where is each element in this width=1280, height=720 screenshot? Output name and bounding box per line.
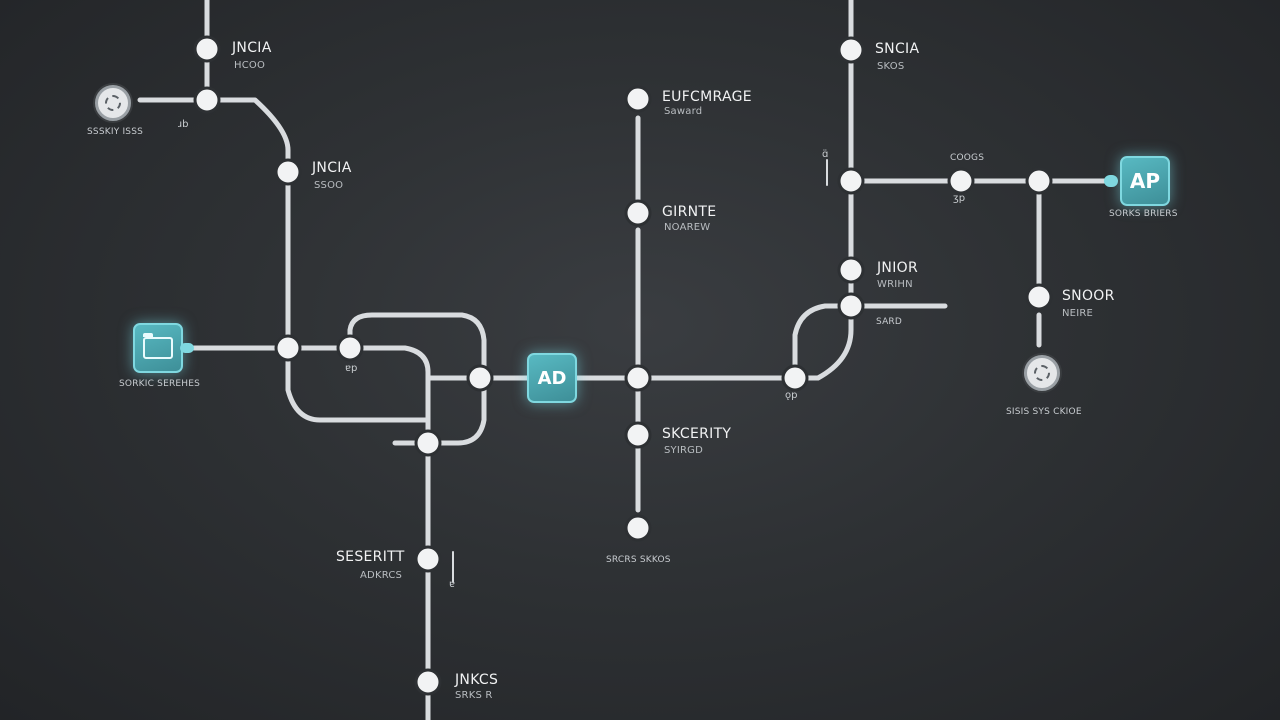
direction-marker: ɑ̈ bbox=[822, 149, 829, 160]
station-title: JNCIA bbox=[232, 40, 272, 56]
track-segment bbox=[347, 312, 487, 446]
right-badge-icon[interactable] bbox=[1024, 355, 1060, 391]
gear-icon bbox=[105, 95, 121, 111]
station-node[interactable] bbox=[837, 36, 865, 64]
center-hub-icon[interactable]: AD bbox=[527, 353, 577, 403]
hub-connector bbox=[1104, 175, 1118, 187]
station-subtitle: NOAREW bbox=[664, 222, 711, 233]
station-node[interactable] bbox=[837, 256, 865, 284]
right-hub-text: AP bbox=[1129, 169, 1161, 193]
station-node[interactable] bbox=[274, 158, 302, 186]
station-subtitle: ADKRCS bbox=[360, 570, 403, 581]
left-badge-icon[interactable] bbox=[95, 85, 131, 121]
station-node[interactable] bbox=[466, 364, 494, 392]
station-node[interactable] bbox=[193, 86, 221, 114]
station-node[interactable] bbox=[414, 545, 442, 573]
track-segment bbox=[347, 345, 431, 446]
hub-connector bbox=[180, 343, 194, 353]
track-segment bbox=[792, 303, 948, 381]
station-subtitle: WRIHN bbox=[877, 279, 913, 290]
station-node[interactable] bbox=[624, 364, 652, 392]
station-node[interactable] bbox=[274, 334, 302, 362]
station-title: SKCERITY bbox=[662, 426, 732, 442]
station-title: SNOOR bbox=[1062, 288, 1115, 304]
station-node[interactable] bbox=[336, 334, 364, 362]
folder-icon bbox=[143, 333, 173, 359]
station-subtitle: SYIRGD bbox=[664, 445, 704, 456]
terminal-caption: SRCRS SKKOS bbox=[606, 555, 671, 565]
track-segment bbox=[792, 303, 854, 381]
station-node[interactable] bbox=[1025, 283, 1053, 311]
direction-marker: ǫp bbox=[785, 390, 798, 401]
station-node[interactable] bbox=[414, 668, 442, 696]
station-node[interactable] bbox=[624, 85, 652, 113]
station-subtitle: NEIRE bbox=[1062, 308, 1094, 319]
station-title: SNCIA bbox=[875, 41, 920, 57]
track-segment bbox=[285, 345, 431, 423]
station-title: EUFCMRAGE bbox=[662, 89, 752, 105]
direction-marker: ɐ bbox=[449, 579, 456, 590]
badge-caption: SISIS SYS CKIOE bbox=[1006, 407, 1082, 417]
station-subtitle: HCOO bbox=[234, 60, 266, 71]
station-title: JNKCS bbox=[455, 672, 499, 688]
right-hub-icon[interactable]: AP bbox=[1120, 156, 1170, 206]
left-hub-icon[interactable] bbox=[133, 323, 183, 373]
station-title: SESERITT bbox=[336, 549, 405, 565]
station-title: JNCIA bbox=[312, 160, 352, 176]
station-title: JNIOR bbox=[877, 260, 918, 276]
junction-caption: COOGS bbox=[950, 153, 985, 163]
station-node[interactable] bbox=[781, 364, 809, 392]
station-subtitle: SSOO bbox=[314, 180, 344, 191]
direction-marker: ɹb bbox=[178, 119, 189, 130]
direction-marker: ɐp bbox=[345, 363, 358, 374]
station-node[interactable] bbox=[947, 167, 975, 195]
station-node[interactable] bbox=[1025, 167, 1053, 195]
track-segment bbox=[137, 97, 291, 351]
station-node[interactable] bbox=[837, 167, 865, 195]
hub-caption: SORKIC SEREHES bbox=[119, 379, 201, 389]
station-node[interactable] bbox=[837, 292, 865, 320]
station-node[interactable] bbox=[624, 421, 652, 449]
gear-icon bbox=[1034, 365, 1050, 381]
center-hub-text: AD bbox=[537, 367, 567, 389]
station-title: GIRNTE bbox=[662, 204, 717, 220]
station-node[interactable] bbox=[624, 199, 652, 227]
station-node[interactable] bbox=[624, 514, 652, 542]
direction-marker: ʒp bbox=[953, 193, 966, 204]
station-subtitle: SKOS bbox=[877, 61, 905, 72]
station-node[interactable] bbox=[414, 429, 442, 457]
badge-caption: SSSKIY ISSS bbox=[87, 127, 144, 137]
station-subtitle: SRKS R bbox=[455, 690, 493, 701]
junction-caption: SARD bbox=[876, 317, 903, 327]
station-subtitle: Saward bbox=[664, 106, 703, 117]
station-node[interactable] bbox=[193, 35, 221, 63]
hub-caption: SORKS BRIERS bbox=[1109, 209, 1178, 219]
